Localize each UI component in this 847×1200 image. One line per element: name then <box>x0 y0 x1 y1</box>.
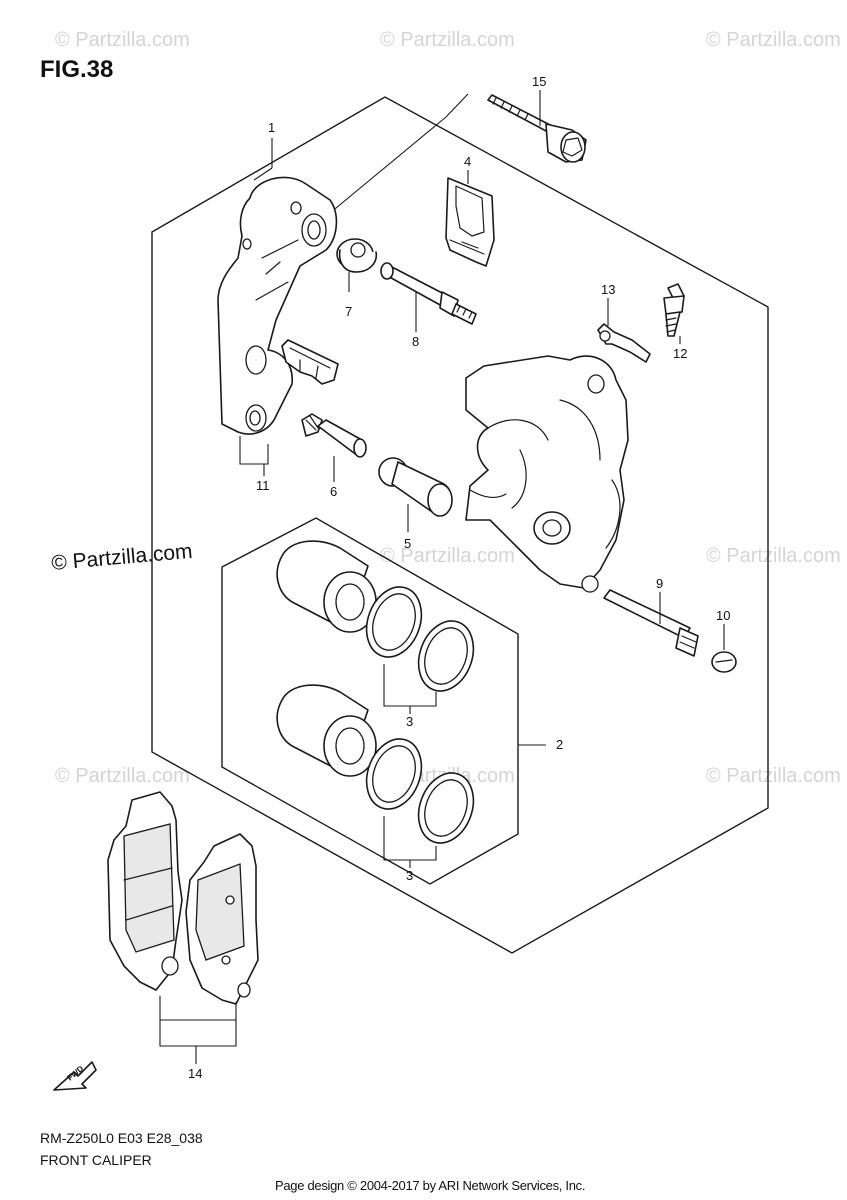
pad-spring-part <box>445 177 495 267</box>
plug-part <box>711 651 737 673</box>
callout-2: 2 <box>556 737 563 752</box>
piston-upper-part <box>276 540 377 633</box>
callout-4: 4 <box>464 154 471 169</box>
watermark: © Partzilla.com <box>706 545 841 567</box>
watermark: © Partzilla.com <box>55 765 190 787</box>
watermark: © Partzilla.com <box>706 765 841 787</box>
piston-seals-upper <box>365 586 475 692</box>
callout-9: 9 <box>656 576 663 591</box>
upper-slide-pin-part <box>380 262 477 325</box>
callout-11: 11 <box>256 478 270 493</box>
piston-seals-lower <box>365 738 475 844</box>
callout-5: 5 <box>404 536 411 551</box>
axis-line <box>329 116 447 214</box>
watermark: © Partzilla.com <box>380 29 515 51</box>
watermark: © Partzilla.com <box>55 29 190 51</box>
callout-14: 14 <box>188 1066 202 1081</box>
axis-line <box>445 93 469 118</box>
forward-direction-arrow: FWD <box>53 1061 97 1091</box>
watermark: © Partzilla.com <box>706 29 841 51</box>
bleeder-valve-part <box>663 283 685 337</box>
pin-bolt-part <box>378 457 453 517</box>
bleeder-cap-part <box>597 323 651 363</box>
model-code: RM-Z250L0 E03 E28_038 <box>40 1130 203 1146</box>
callout-3: 3 <box>406 868 413 883</box>
callout-8: 8 <box>412 334 419 349</box>
diagram-caption: FRONT CALIPER <box>40 1152 152 1168</box>
caliper-body-part <box>465 355 629 593</box>
watermark: © Partzilla.com <box>380 545 515 567</box>
boot-part <box>336 238 378 273</box>
callout-7: 7 <box>345 304 352 319</box>
piston-set-frame-outline <box>221 517 519 885</box>
callout-13: 13 <box>601 282 615 297</box>
callout-numbers: 1 2 3 3 4 5 6 7 8 9 10 11 12 13 14 15 <box>188 74 730 1081</box>
caliper-bracket-part <box>217 176 338 435</box>
leader-lines <box>159 90 725 1064</box>
piston-lower-part <box>276 684 377 777</box>
mounting-bolt-part <box>487 94 587 163</box>
copyright-footer: Page design © 2004-2017 by ARI Network S… <box>275 1178 586 1193</box>
pad-pin-part <box>603 589 699 657</box>
callout-3: 3 <box>406 714 413 729</box>
brake-pads-part <box>107 791 259 1005</box>
callout-6: 6 <box>330 484 337 499</box>
pad-retainer-clip-part <box>281 339 339 385</box>
watermark-prominent: © Partzilla.com <box>50 540 193 575</box>
callout-10: 10 <box>716 608 730 623</box>
callout-15: 15 <box>532 74 546 89</box>
callout-1: 1 <box>268 120 275 135</box>
lower-slide-pin-part <box>301 413 367 458</box>
assembly-frame-outline <box>151 96 769 954</box>
callout-12: 12 <box>673 346 687 361</box>
figure-label: FIG.38 <box>40 56 114 83</box>
